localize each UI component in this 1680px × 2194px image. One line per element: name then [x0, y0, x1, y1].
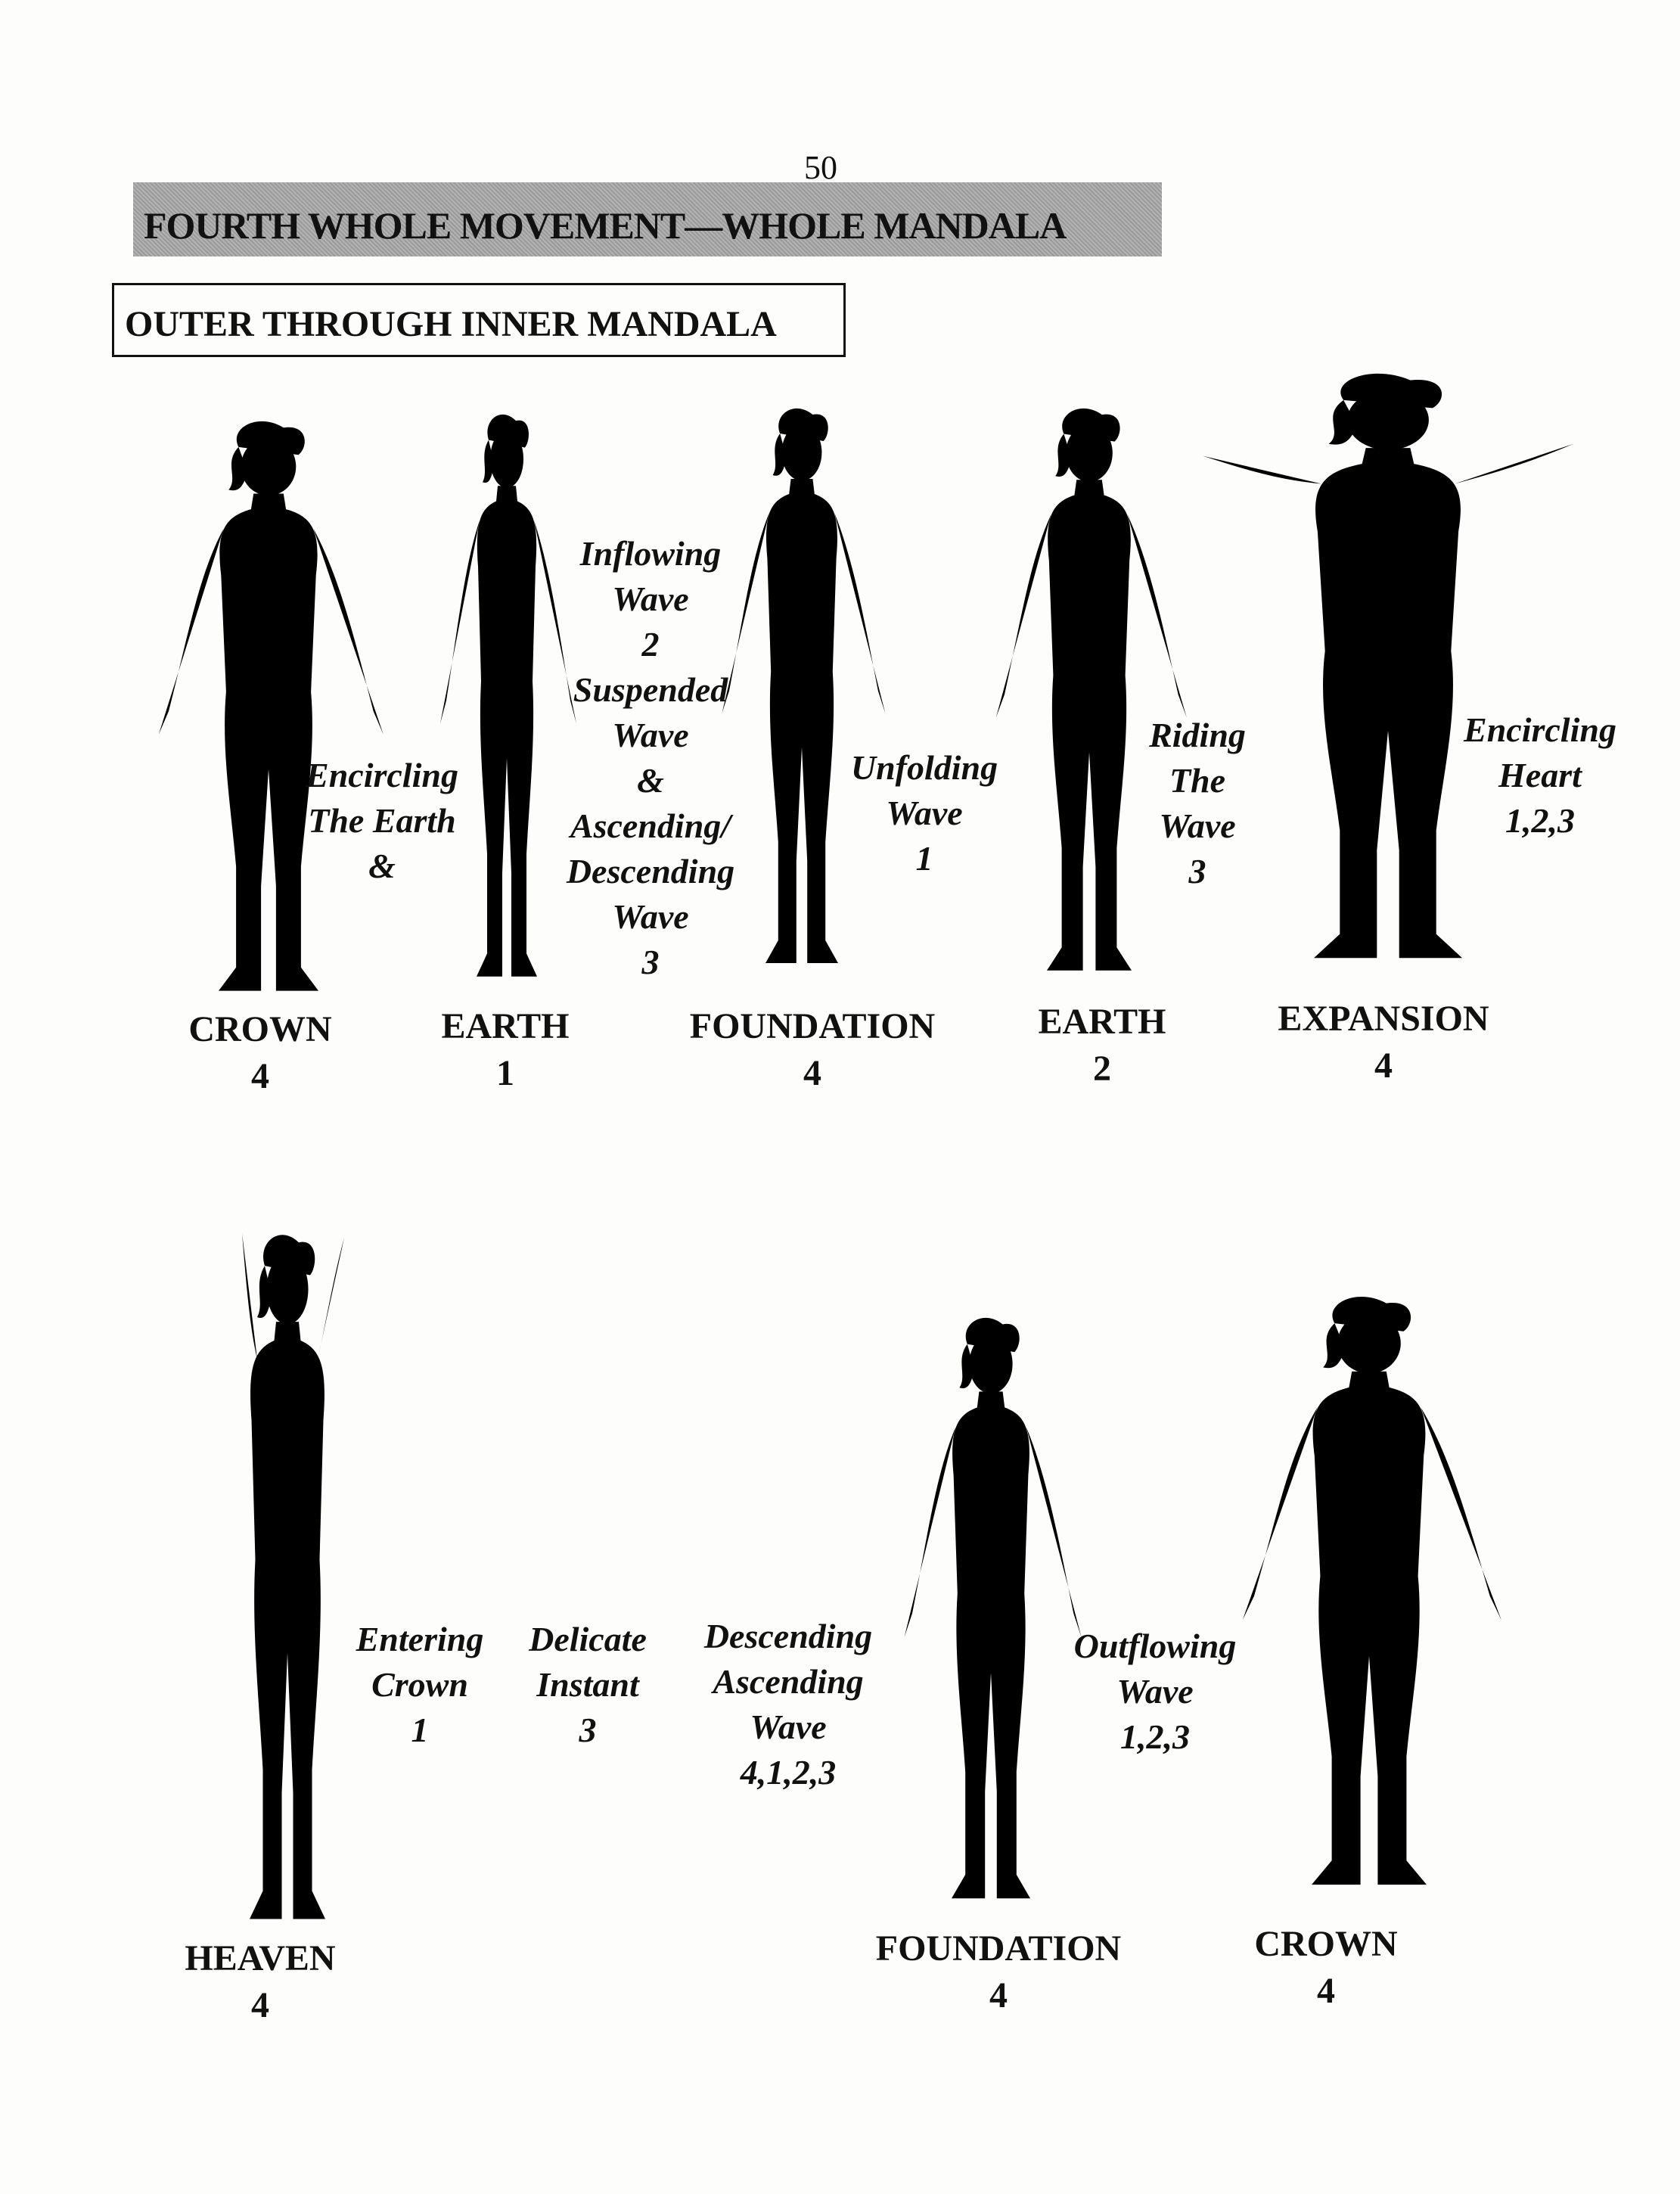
- section-box: OUTER THROUGH INNER MANDALA: [112, 283, 846, 357]
- figure-crown-pose-2: [1225, 1295, 1513, 1897]
- page-number: 50: [804, 149, 837, 186]
- figure-foundation-pose-2: [893, 1316, 1089, 1910]
- banner-heading: FOURTH WHOLE MOVEMENT—WHOLE MANDALA: [133, 182, 1162, 256]
- figure-crown-pose: [144, 420, 393, 1002]
- figure-earth-pose-2: [983, 407, 1195, 982]
- section-title: OUTER THROUGH INNER MANDALA: [125, 304, 777, 344]
- figure-heaven-pose: [193, 1233, 382, 1933]
- banner-title: FOURTH WHOLE MOVEMENT—WHOLE MANDALA: [144, 204, 1067, 247]
